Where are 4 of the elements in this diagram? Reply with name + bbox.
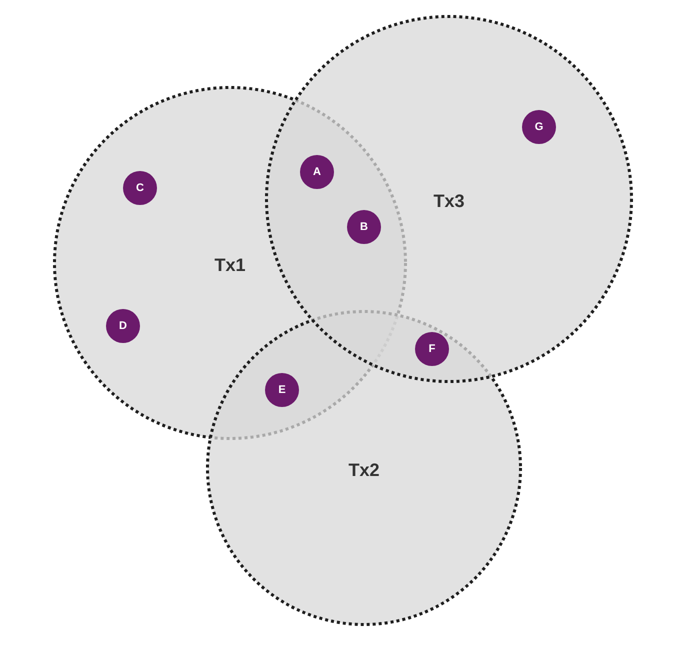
- circle-label: Tx3: [433, 192, 465, 210]
- range-circle: [265, 15, 633, 383]
- circle-label: Tx1: [214, 256, 246, 274]
- circle-label: Tx2: [348, 461, 380, 479]
